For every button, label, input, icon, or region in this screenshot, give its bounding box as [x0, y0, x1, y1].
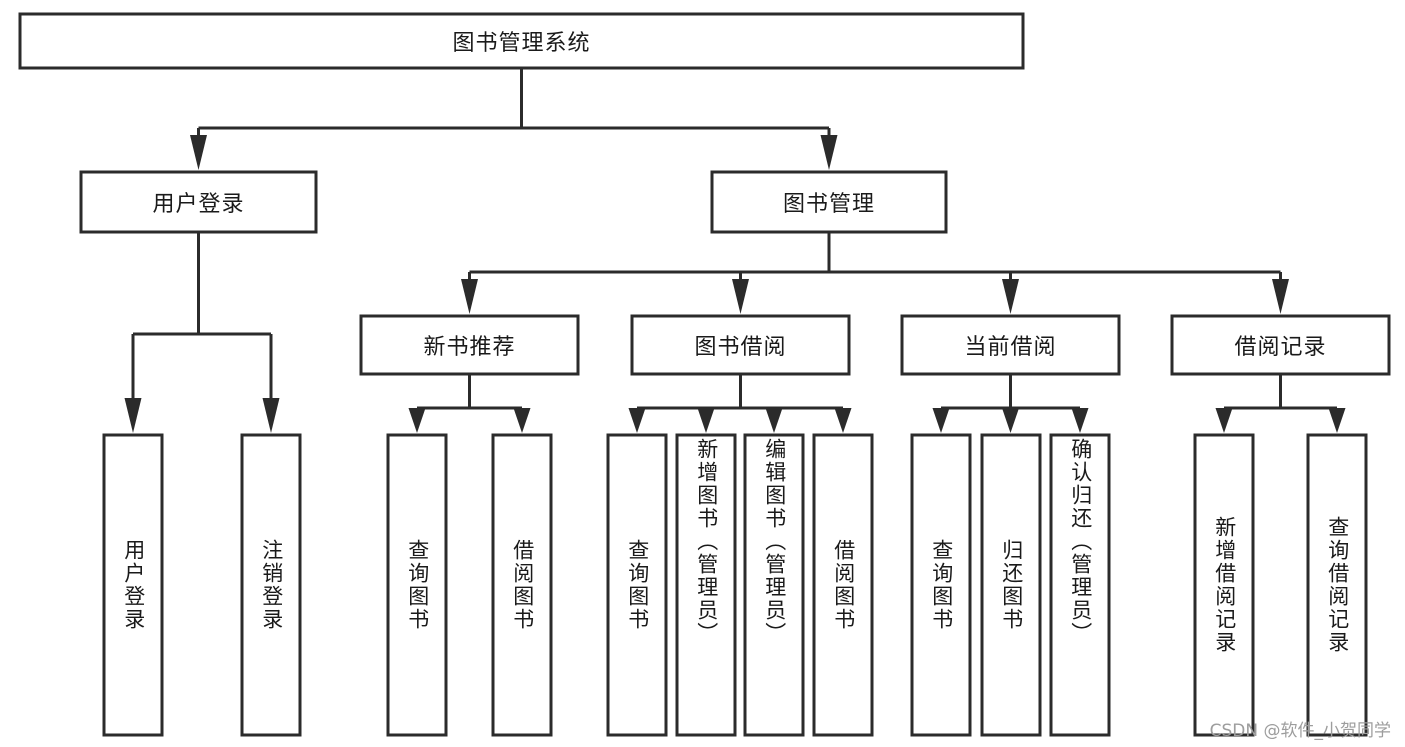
connector-newbook-to-leaves — [408, 374, 531, 433]
arrow-borrowrecord-leaf-2 — [1328, 408, 1346, 433]
node-book-borrow[interactable] — [630, 314, 851, 376]
arrow-leaf-logout — [262, 398, 280, 433]
arrow-bookborrow-leaf-1 — [628, 408, 646, 433]
node-leaf-record-add[interactable] — [1193, 433, 1255, 737]
arrow-bookborrow-leaf-2 — [697, 408, 715, 433]
node-leaf-record-query[interactable] — [1306, 433, 1368, 737]
node-leaf-currentborrow-confirm[interactable] — [1049, 433, 1111, 737]
node-root[interactable] — [18, 12, 1025, 70]
node-leaf-newbook-borrow[interactable] — [491, 433, 553, 737]
node-leaf-currentborrow-return[interactable] — [980, 433, 1042, 737]
connector-root-to-level2 — [190, 68, 838, 170]
connector-bookmanage-to-level3 — [461, 232, 1289, 314]
arrow-borrow-record — [1272, 279, 1289, 314]
node-leaf-logout[interactable] — [240, 433, 302, 737]
arrow-user-login — [190, 135, 207, 170]
connector-borrowrecord-to-leaves — [1215, 374, 1346, 433]
arrow-bookborrow-leaf-4 — [834, 408, 852, 433]
arrow-leaf-user-login — [124, 398, 142, 433]
arrow-newbook-leaf-2 — [513, 408, 531, 433]
arrow-bookborrow-leaf-3 — [765, 408, 783, 433]
arrow-book-borrow — [732, 279, 749, 314]
node-new-book-recommend[interactable] — [359, 314, 580, 376]
arrow-borrowrecord-leaf-1 — [1215, 408, 1233, 433]
arrow-current-borrow — [1002, 279, 1019, 314]
arrow-new-book — [461, 279, 478, 314]
connector-bookborrow-to-leaves — [628, 374, 852, 433]
node-leaf-bookborrow-add[interactable] — [675, 433, 737, 737]
node-leaf-currentborrow-query[interactable] — [910, 433, 972, 737]
arrow-book-manage — [820, 135, 838, 170]
node-leaf-bookborrow-edit[interactable] — [743, 433, 805, 737]
node-leaf-newbook-query[interactable] — [386, 433, 448, 737]
arrow-newbook-leaf-1 — [408, 408, 426, 433]
node-current-borrow[interactable] — [900, 314, 1121, 376]
node-user-login[interactable] — [79, 170, 318, 234]
connector-currentborrow-to-leaves — [932, 374, 1089, 433]
node-book-manage[interactable] — [710, 170, 948, 234]
arrow-currentborrow-leaf-1 — [932, 408, 950, 433]
node-leaf-bookborrow-borrow[interactable] — [812, 433, 874, 737]
arrow-currentborrow-leaf-3 — [1071, 408, 1089, 433]
node-leaf-user-login[interactable] — [102, 433, 164, 737]
connector-userlogin-to-leaves — [124, 232, 280, 433]
node-borrow-record[interactable] — [1170, 314, 1391, 376]
node-leaf-bookborrow-query[interactable] — [606, 433, 668, 737]
arrow-currentborrow-leaf-2 — [1002, 408, 1019, 433]
